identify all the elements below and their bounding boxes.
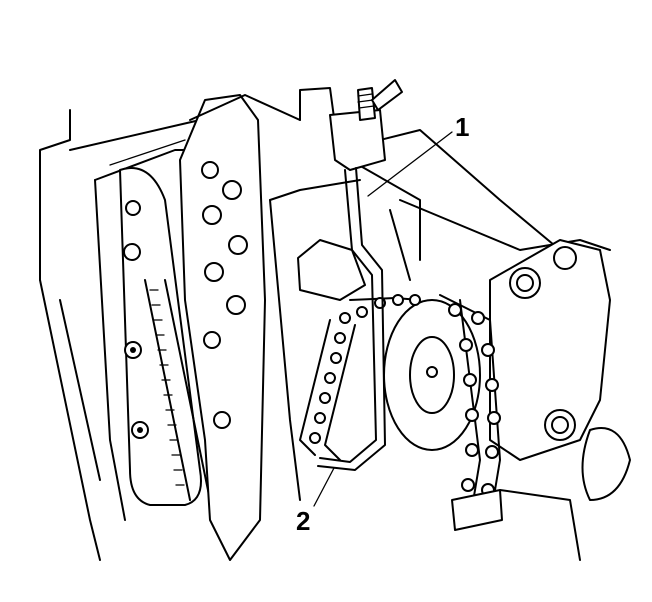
callout-2: 2	[296, 467, 335, 536]
callout-2-label: 2	[296, 506, 310, 536]
crankshaft-sprocket	[119, 167, 202, 506]
engine-block	[39, 109, 211, 561]
camshaft-sprocket	[383, 299, 481, 451]
chain-holding-tool	[297, 79, 403, 471]
timing-chain-right-run	[439, 294, 503, 531]
crank-teeth	[144, 279, 211, 501]
callout-1: 1	[367, 112, 469, 197]
camshaft-bearing-cap	[489, 239, 631, 561]
timing-chain-left-run	[299, 294, 421, 461]
front-cover-plate	[179, 94, 301, 561]
callout-1-label: 1	[455, 112, 469, 142]
